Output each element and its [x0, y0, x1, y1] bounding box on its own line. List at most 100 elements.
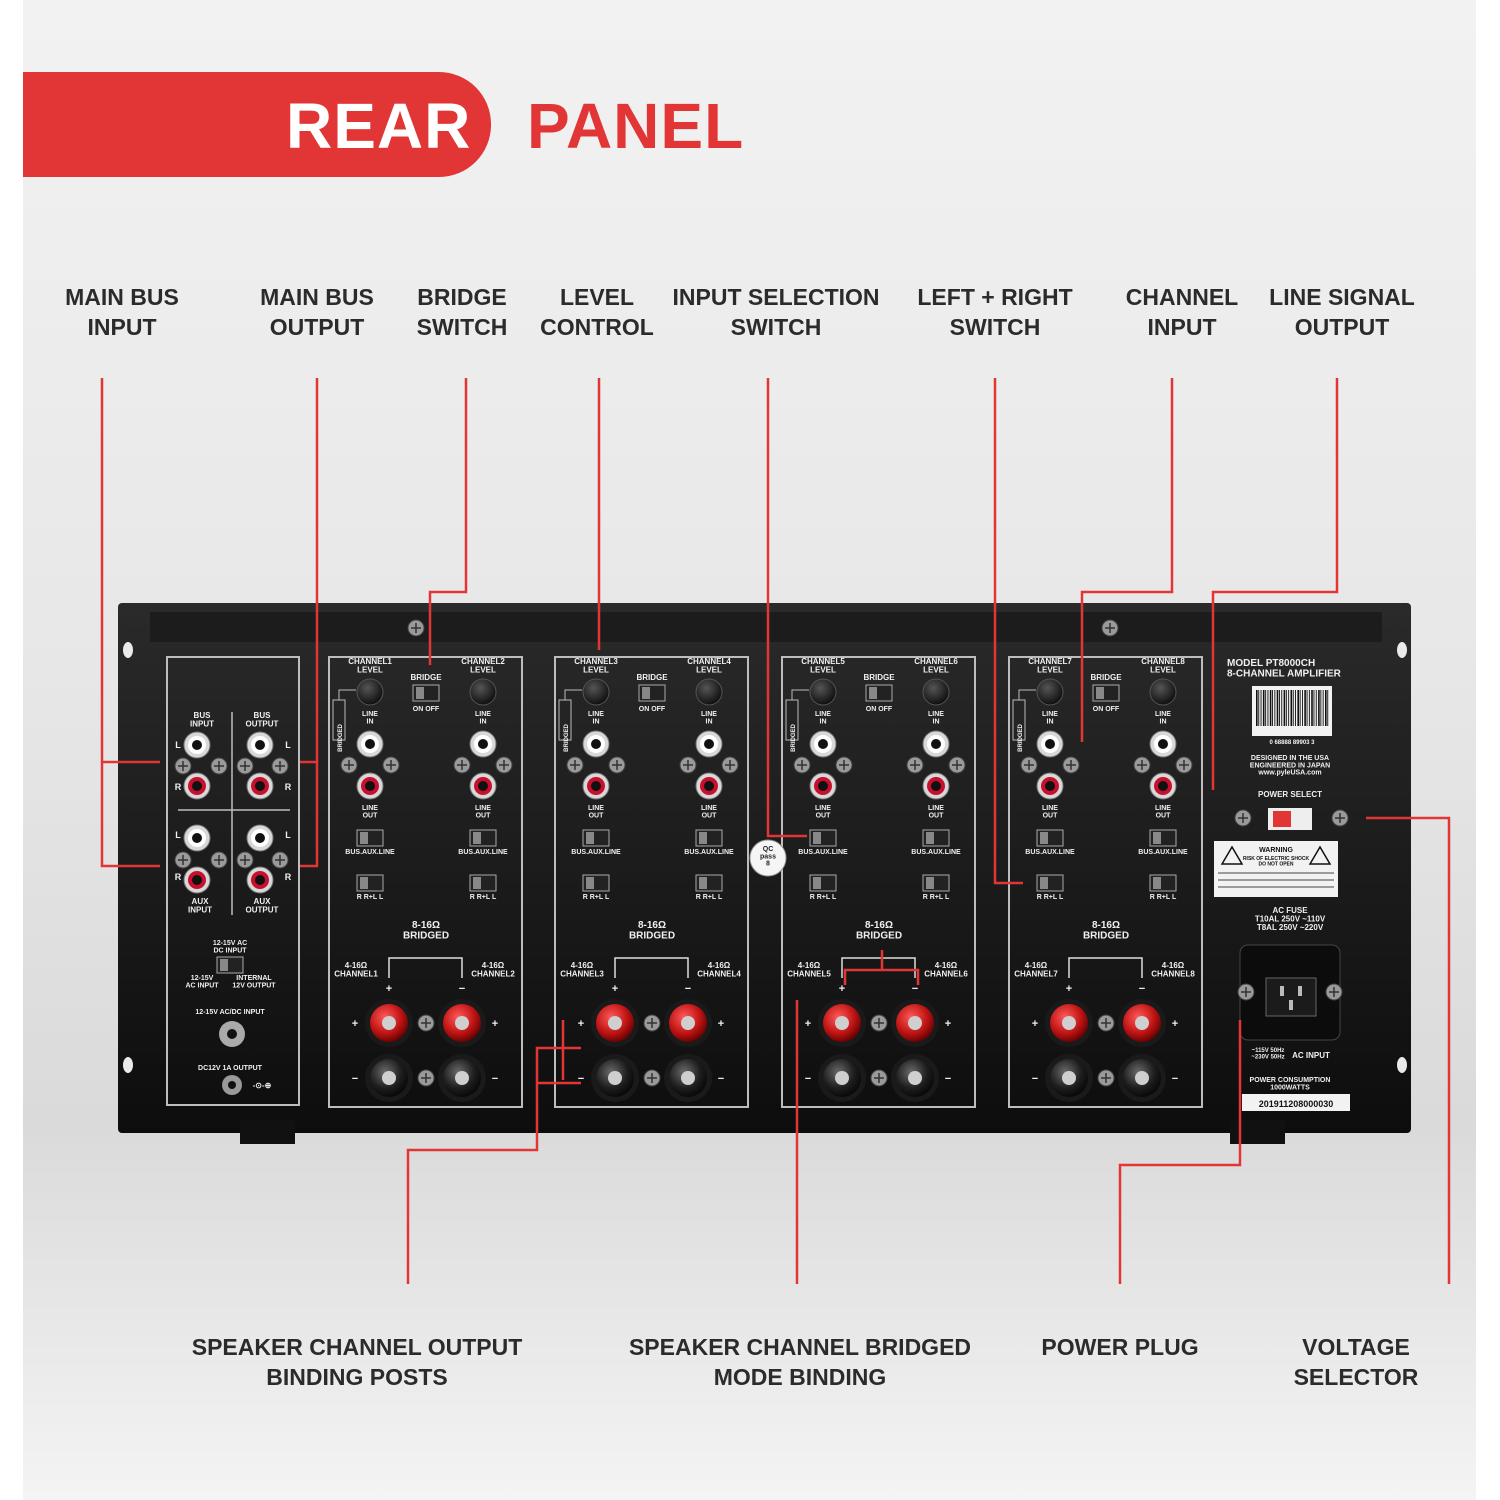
- barcode-bar-17: [1295, 690, 1296, 726]
- module-2-on-off-label: ON OFF: [639, 706, 666, 713]
- module-2-minus-right: −: [685, 983, 691, 995]
- barcode-bar-22: [1306, 690, 1308, 726]
- callout-line-signal-output: [1211, 378, 1339, 790]
- barcode-bar-4: [1265, 690, 1267, 726]
- module-2-plus-outer-right: +: [718, 1018, 724, 1030]
- module-1-left-bus-aux-line-label: BUS.AUX.LINE: [345, 849, 395, 856]
- module-1-left-red-post-cap: [382, 1016, 396, 1030]
- module-1-plus-outer-left: +: [352, 1018, 358, 1030]
- module-3-on-off-label: ON OFF: [866, 706, 893, 713]
- module-2-plus-left: +: [612, 983, 618, 995]
- module-2-plus-outer-left: +: [578, 1018, 584, 1030]
- module-4-right-bus-aux-line-label: BUS.AUX.LINE: [1138, 849, 1188, 856]
- callout-main-bus-input-a: [100, 378, 160, 868]
- left-section-border: [166, 656, 300, 1106]
- module-4-right-level-knob: [1149, 678, 1177, 706]
- barcode-bar-31: [1327, 690, 1329, 726]
- rack-hole-0: [123, 642, 133, 658]
- module-1-right-r-rl-l-label: R R+L L: [470, 894, 497, 901]
- module-2-right-red-post-cap: [681, 1016, 695, 1030]
- module-3-bridged-side-label: BRIDGED: [791, 724, 797, 752]
- foot-left: [240, 1120, 295, 1144]
- module-4-left-input-select-switch-lever: [1040, 832, 1048, 844]
- module-3-left-bus-aux-line-label: BUS.AUX.LINE: [798, 849, 848, 856]
- bus-output-l-hole: [255, 740, 265, 750]
- module-2-left-line-out-hole: [591, 781, 601, 791]
- bus-input-l-hole: [192, 740, 202, 750]
- module-1-on-off-label: ON OFF: [413, 706, 440, 713]
- callout-power-plug: [1118, 1020, 1242, 1284]
- module-1-border: [328, 656, 523, 1108]
- module-2-left-level-knob: [582, 678, 610, 706]
- module-4-left-line-out-hole: [1045, 781, 1055, 791]
- module-2-minus-outer-right: −: [718, 1073, 724, 1085]
- barcode-bar-12: [1283, 690, 1286, 726]
- callout-voltage-selector: [1366, 816, 1451, 1284]
- barcode-bar-10: [1279, 690, 1280, 726]
- module-2-right-bus-aux-line-label: BUS.AUX.LINE: [684, 849, 734, 856]
- module-3-right-line-in-hole: [931, 739, 941, 749]
- barcode-bar-0: [1256, 690, 1258, 726]
- module-2-left-input-select-switch-lever: [586, 832, 594, 844]
- aux-input-l-hole: [192, 833, 202, 843]
- module-3-plus-outer-left: +: [805, 1018, 811, 1030]
- power-select-label: POWER SELECT: [1258, 790, 1322, 799]
- barcode-bar-19: [1299, 690, 1301, 726]
- module-1-plus-left: +: [386, 983, 392, 995]
- l-label-right-0: L: [285, 740, 291, 750]
- module-4-left-r-rl-l-label: R R+L L: [1037, 894, 1064, 901]
- barcode-bar-23: [1308, 690, 1310, 726]
- module-4-left-black-post-cap: [1062, 1071, 1076, 1085]
- module-4-minus-outer-right: −: [1172, 1073, 1178, 1085]
- barcode-bar-11: [1281, 690, 1283, 726]
- module-4-minus-right: −: [1139, 983, 1145, 995]
- barcode-bar-1: [1258, 690, 1260, 726]
- barcode-bar-25: [1313, 690, 1315, 726]
- title-banner: [23, 72, 491, 177]
- barcode-bar-5: [1267, 690, 1269, 726]
- barcode-bar-13: [1285, 690, 1287, 726]
- module-4-minus-outer-left: −: [1032, 1073, 1038, 1085]
- module-1-left-line-in-hole: [365, 739, 375, 749]
- dc-out-jack-hole: [228, 1081, 236, 1089]
- module-2-right-line-out-hole: [704, 781, 714, 791]
- module-1-plus-outer-right: +: [492, 1018, 498, 1030]
- module-1-minus-outer-left: −: [352, 1073, 358, 1085]
- module-2-left-line-in-hole: [591, 739, 601, 749]
- module-4-right-lr-switch-lever: [1153, 877, 1161, 889]
- l-label-left-1: L: [175, 830, 181, 840]
- barcode-bar-21: [1304, 690, 1306, 726]
- module-3-left-line-in-hole: [818, 739, 828, 749]
- rack-hole-3: [1397, 1057, 1407, 1073]
- label-power-plug: POWER PLUG: [1041, 1334, 1199, 1360]
- module-3-border: [781, 656, 976, 1108]
- module-3-right-black-post-cap: [908, 1071, 922, 1085]
- module-2-bridged-side-label: BRIDGED: [564, 724, 570, 752]
- r-label-right-1: R: [285, 872, 292, 882]
- module-4-right-r-rl-l-label: R R+L L: [1150, 894, 1177, 901]
- module-2-left-bus-aux-line-label: BUS.AUX.LINE: [571, 849, 621, 856]
- module-2-left-red-post-cap: [608, 1016, 622, 1030]
- module-4-left-level-knob: [1036, 678, 1064, 706]
- module-4-bridge-bracket: [1068, 957, 1143, 978]
- dc-select-switch-lever: [220, 959, 228, 971]
